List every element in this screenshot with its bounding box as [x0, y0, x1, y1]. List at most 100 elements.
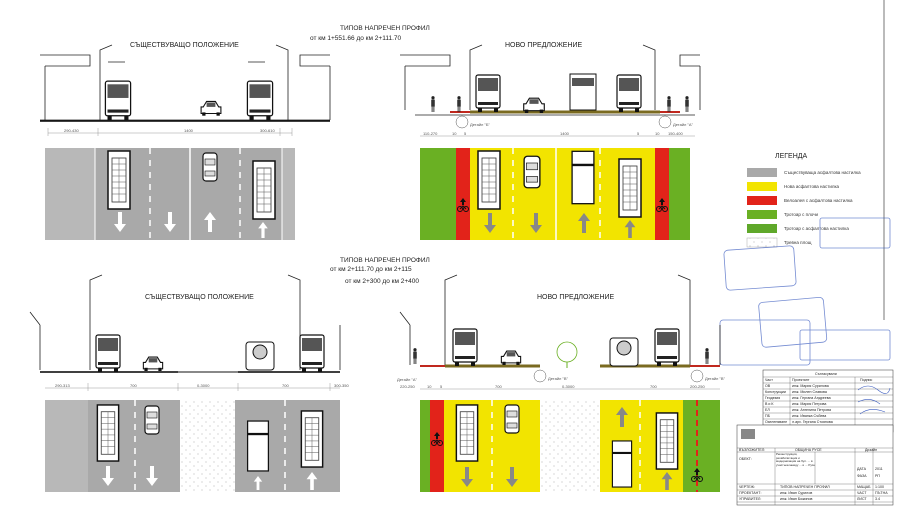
- bus-icon: [654, 328, 680, 366]
- svg-text:инж. Мария Петрова: инж. Мария Петрова: [792, 402, 826, 406]
- svg-text:Проектант: Проектант: [792, 378, 810, 382]
- bus-icon: [95, 334, 121, 372]
- pedestrian-icon: [456, 96, 462, 112]
- detail-v-label: Детайл "В": [705, 376, 726, 381]
- svg-text:ЧАСТ: ЧАСТ: [857, 491, 867, 495]
- legend-item: Велоалея с асфалтова настилка: [747, 196, 853, 205]
- tanker-truck-icon: [245, 341, 275, 371]
- svg-text:Конструкции: Конструкции: [765, 390, 786, 394]
- detail-a-label-bottom: Детайл "А": [397, 377, 418, 382]
- dimension-line-top-left: 290-430 1400 300-610: [47, 128, 293, 136]
- title-top-heading: ТИПОВ НАПРЕЧЕН ПРОФИЛ: [340, 25, 430, 32]
- legend-title: ЛЕГЕНДА: [775, 153, 808, 160]
- svg-text:ФАЗА: ФАЗА: [857, 474, 867, 478]
- plan-proposed-top: [420, 148, 690, 240]
- detail-a-marker: [658, 115, 672, 129]
- svg-text:700: 700: [495, 384, 502, 389]
- svg-text:5: 5: [440, 384, 443, 389]
- plan-existing-bottom: [45, 400, 340, 492]
- svg-text:инж. Мария Сурилова: инж. Мария Сурилова: [792, 384, 829, 388]
- svg-text:инж. Иван Сурилов: инж. Иван Сурилов: [780, 491, 812, 495]
- svg-text:МАЩАБ: МАЩАБ: [857, 485, 871, 489]
- car-icon: [523, 97, 545, 113]
- svg-text:290-430: 290-430: [64, 128, 79, 133]
- bus-icon: [452, 328, 478, 366]
- title-bottom-heading: ТИПОВ НАПРЕЧЕН ПРОФИЛ: [340, 257, 430, 264]
- svg-text:ВЪЗЛОЖИТЕЛ:: ВЪЗЛОЖИТЕЛ:: [739, 448, 765, 452]
- svg-text:УПРАВИТЕЛ:: УПРАВИТЕЛ:: [739, 497, 761, 501]
- svg-text:Геодезия: Геодезия: [765, 396, 780, 400]
- legend-item: Съществуваща асфалтова настилка: [747, 168, 861, 177]
- section-label-proposed-top: НОВО ПРЕДЛОЖЕНИЕ: [505, 42, 583, 49]
- pedestrian-icon: [666, 96, 672, 112]
- detail-v-marker: [690, 369, 704, 383]
- dimension-line-bottom-right: 220-250 10 5 700 0-3000 700 200-250: [400, 384, 720, 390]
- svg-text:150-400: 150-400: [668, 131, 683, 136]
- pedestrian-icon: [412, 348, 418, 364]
- svg-text:ЕЛ: ЕЛ: [765, 408, 770, 412]
- stamp: [719, 217, 891, 366]
- svg-text:ДАТА: ДАТА: [857, 467, 867, 471]
- bus-icon: [616, 74, 642, 112]
- profile-proposed-top: [400, 44, 701, 116]
- pedestrian-icon: [430, 96, 436, 112]
- detail-v-label: Детайл "В": [548, 376, 569, 381]
- detail-b-marker: [455, 115, 469, 129]
- svg-text:290-313: 290-313: [55, 383, 70, 388]
- svg-text:Тревна площ: Тревна площ: [784, 240, 812, 245]
- profile-existing-top: [40, 44, 331, 122]
- svg-text:10: 10: [452, 131, 457, 136]
- pedestrian-icon: [684, 96, 690, 112]
- svg-text:ПРОЕКТАНТ:: ПРОЕКТАНТ:: [739, 491, 761, 495]
- svg-text:Подпис: Подпис: [860, 378, 873, 382]
- svg-text:200-250: 200-250: [690, 384, 705, 389]
- svg-text:инж. Иванка Събева: инж. Иванка Събева: [792, 414, 826, 418]
- bus-icon: [299, 334, 325, 372]
- svg-text:Озеленяване: Озеленяване: [765, 420, 787, 424]
- pedestrian-icon: [704, 348, 710, 364]
- svg-text:инж. Милен Славова: инж. Милен Славова: [792, 390, 827, 394]
- legend-item: Тревна площ: [746, 237, 812, 248]
- svg-text:Съществуваща асфалтова настилк: Съществуваща асфалтова настилка: [784, 170, 861, 175]
- detail-b-label: Детайл "Б": [470, 122, 491, 127]
- bus-icon: [246, 80, 274, 120]
- svg-text:инж. Ангелина Петрова: инж. Ангелина Петрова: [792, 408, 831, 412]
- svg-text:5: 5: [637, 131, 640, 136]
- svg-text:10: 10: [655, 131, 660, 136]
- legend: ЛЕГЕНДА Съществуваща асфалтова настилка …: [746, 153, 861, 248]
- svg-text:0-3000: 0-3000: [562, 384, 575, 389]
- legend-item: Тротоар с плочи: [747, 210, 819, 219]
- svg-text:700: 700: [650, 384, 657, 389]
- svg-text:Нова асфалтова настилка: Нова асфалтова настилка: [784, 184, 840, 189]
- svg-text:РП: РП: [875, 474, 880, 478]
- svg-text:700: 700: [282, 383, 289, 388]
- title-bottom-range2: от км 2+300 до км 2+400: [345, 278, 419, 285]
- section-label-proposed-bottom: НОВО ПРЕДЛОЖЕНИЕ: [537, 294, 615, 301]
- company-logo: [741, 429, 755, 439]
- svg-text:300-610: 300-610: [260, 128, 275, 133]
- car-icon: [142, 356, 164, 371]
- svg-text:Тротоар с асфалтова настилка: Тротоар с асфалтова настилка: [784, 226, 849, 231]
- svg-text:ОБЩИНА РУСЕ: ОБЩИНА РУСЕ: [795, 448, 822, 452]
- svg-text:инж. Иван Божинов: инж. Иван Божинов: [780, 497, 813, 501]
- tree-icon: [556, 341, 578, 368]
- svg-text:Дизайн: Дизайн: [865, 448, 877, 452]
- svg-text:В и К: В и К: [765, 402, 774, 406]
- svg-text:5: 5: [464, 131, 467, 136]
- dimension-line-top-right: 110-270 10 5 1400 5 10 150-400: [420, 131, 695, 137]
- svg-text:Съгласували: Съгласували: [815, 372, 837, 376]
- svg-text:ЛИСТ: ЛИСТ: [857, 497, 867, 501]
- detail-v-marker: [533, 369, 547, 383]
- svg-text:1400: 1400: [560, 131, 570, 136]
- svg-text:300-350: 300-350: [334, 383, 349, 388]
- dimension-line-bottom-left: 290-313 700 0-3000 700 300-350: [45, 383, 349, 391]
- detail-a-label: Детайл "А": [673, 122, 694, 127]
- car-icon: [500, 350, 522, 365]
- svg-text:ТИПОВ НАПРЕЧЕН ПРОФИЛ: ТИПОВ НАПРЕЧЕН ПРОФИЛ: [780, 485, 830, 489]
- bus-icon: [104, 80, 132, 120]
- title-bottom-range1: от км 2+111.70 до км 2+115: [330, 266, 412, 273]
- truck-icon: [569, 73, 597, 111]
- object-description: Реконструкция, рехабилитация и модерниза…: [776, 453, 815, 467]
